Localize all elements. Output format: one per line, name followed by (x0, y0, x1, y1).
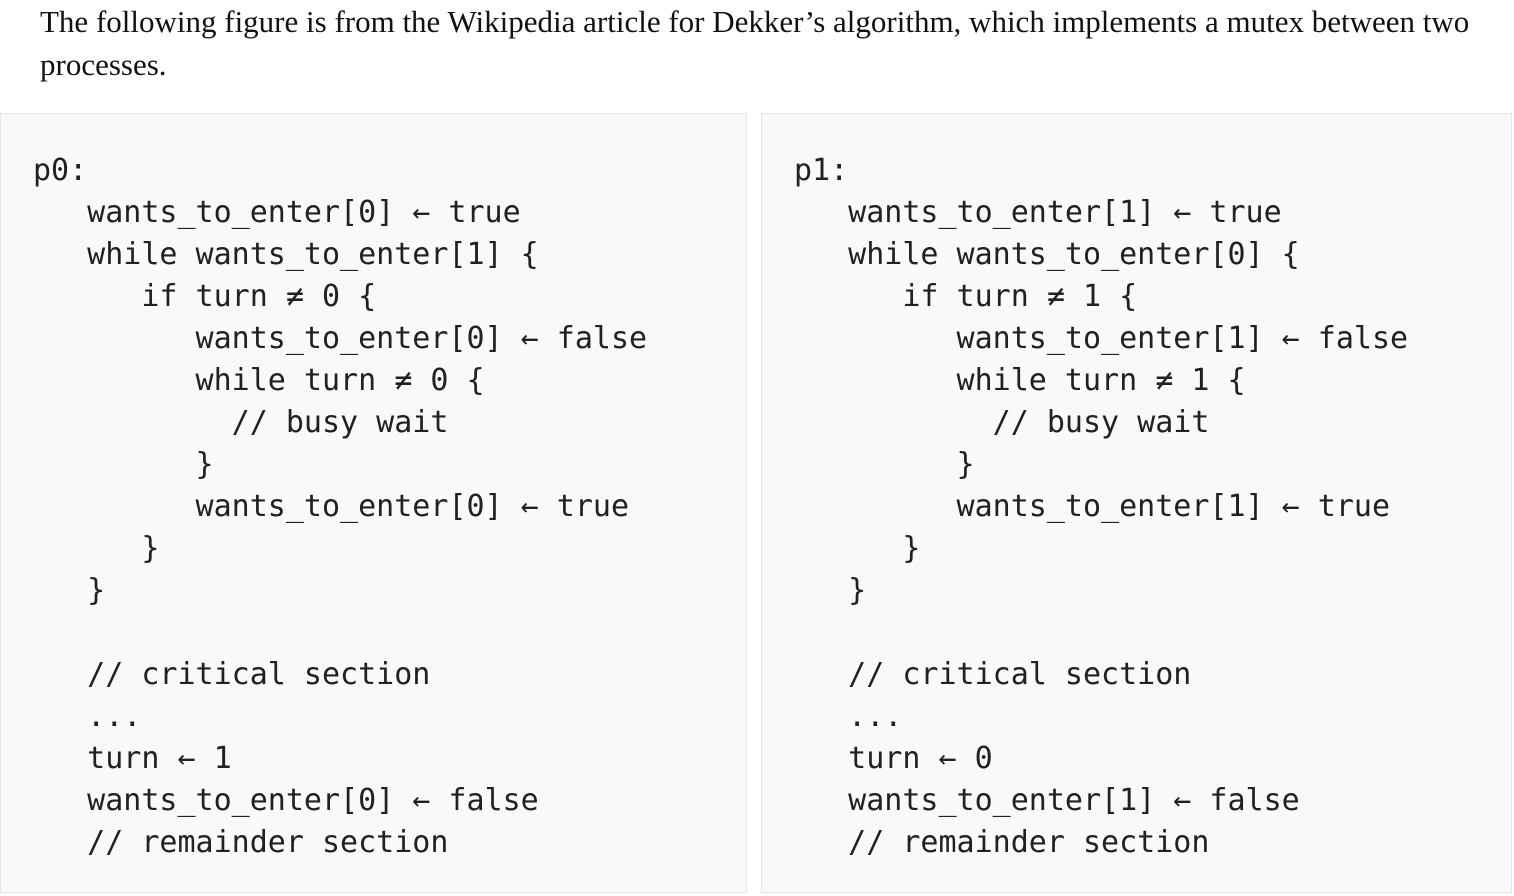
code-line: wants_to_enter[0] ← false (33, 783, 539, 818)
code-line: // critical section (33, 657, 431, 692)
code-line: ... (794, 699, 903, 734)
code-line: if turn ≠ 0 { (33, 279, 377, 314)
code-line: // remainder section (33, 825, 449, 860)
code-line: } (33, 447, 214, 482)
code-line: wants_to_enter[1] ← false (794, 321, 1409, 356)
code-line-blank (33, 612, 647, 654)
code-line: // remainder section (794, 825, 1210, 860)
code-panel-p0: p0: wants_to_enter[0] ← true while wants… (0, 113, 747, 893)
code-panel-p1: p1: wants_to_enter[1] ← true while wants… (761, 113, 1512, 893)
code-line: turn ← 0 (794, 741, 993, 776)
code-line: wants_to_enter[0] ← false (33, 321, 648, 356)
code-line: } (794, 447, 975, 482)
code-block-p1: p1: wants_to_enter[1] ← true while wants… (794, 150, 1408, 864)
code-line: while turn ≠ 1 { (794, 363, 1246, 398)
code-line: while wants_to_enter[1] { (33, 237, 539, 272)
code-line: turn ← 1 (33, 741, 232, 776)
code-line-blank (794, 612, 1408, 654)
code-line: } (33, 573, 106, 608)
code-line: p1: (794, 153, 849, 188)
code-line: while wants_to_enter[0] { (794, 237, 1300, 272)
code-line: wants_to_enter[1] ← false (794, 783, 1300, 818)
code-line: wants_to_enter[1] ← true (794, 195, 1282, 230)
code-line: if turn ≠ 1 { (794, 279, 1138, 314)
code-block-p0: p0: wants_to_enter[0] ← true while wants… (33, 150, 647, 864)
code-line: wants_to_enter[0] ← true (33, 195, 521, 230)
intro-paragraph: The following figure is from the Wikiped… (40, 4, 1470, 82)
code-line: wants_to_enter[1] ← true (794, 489, 1391, 524)
code-line: // critical section (794, 657, 1192, 692)
code-line: // busy wait (794, 405, 1210, 440)
code-line: ... (33, 699, 142, 734)
code-line: } (794, 573, 867, 608)
code-line: while turn ≠ 0 { (33, 363, 485, 398)
code-line: } (33, 531, 160, 566)
code-line: // busy wait (33, 405, 449, 440)
code-line: p0: (33, 153, 88, 188)
code-line: wants_to_enter[0] ← true (33, 489, 630, 524)
code-line: } (794, 531, 921, 566)
